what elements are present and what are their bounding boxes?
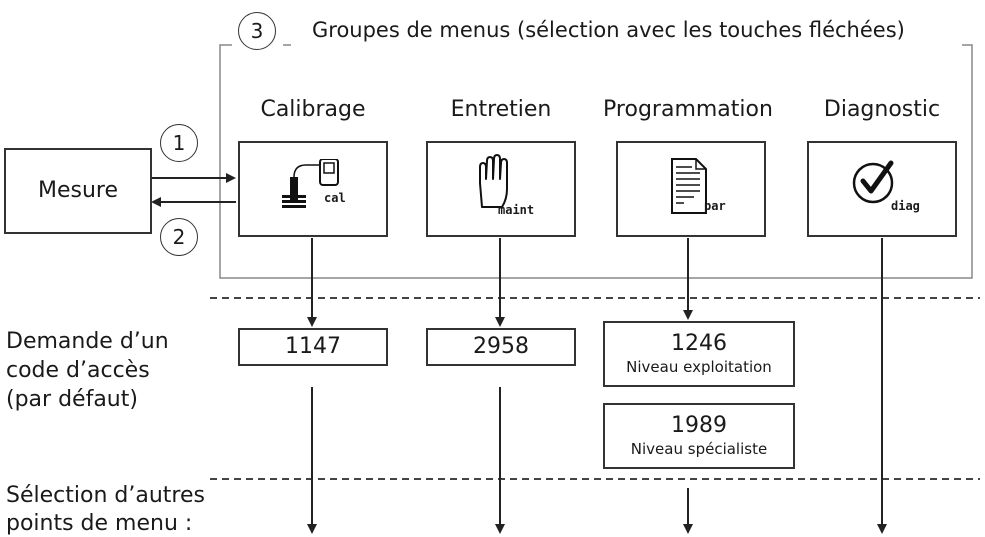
- arrow-number-2: 2: [160, 218, 198, 256]
- code-box-specialiste: 1989 Niveau spécialiste: [603, 403, 795, 469]
- access-label-line3: (par défaut): [6, 387, 138, 412]
- document-icon: [671, 158, 707, 214]
- calibrage-caption: cal: [324, 191, 346, 205]
- selection-label-line2: points de menu :: [6, 511, 193, 536]
- menu-group-frame: [219, 44, 973, 279]
- code-entretien: 2958: [473, 334, 529, 360]
- calibration-icon: [282, 159, 339, 208]
- entretien-box[interactable]: maint: [426, 141, 576, 237]
- code-box-entretien: 2958: [426, 328, 576, 366]
- group-label-programmation: Programmation: [603, 97, 773, 122]
- code-box-calibrage: 1147: [238, 328, 388, 366]
- access-label-line2: code d’accès: [6, 358, 150, 383]
- hand-icon: [479, 154, 508, 208]
- calibrage-box[interactable]: cal: [238, 141, 388, 237]
- selection-label-line1: Sélection d’autres: [6, 483, 205, 508]
- menu-group-number: 3: [250, 19, 264, 43]
- group-label-calibrage: Calibrage: [260, 97, 366, 122]
- group-label-diagnostic: Diagnostic: [823, 97, 941, 122]
- checkmark-icon: [852, 160, 894, 204]
- code-specialiste: 1989: [671, 413, 727, 439]
- diagnostic-caption: diag: [891, 199, 920, 213]
- code-box-exploitation: 1246 Niveau exploitation: [603, 321, 795, 387]
- entretien-caption: maint: [498, 203, 535, 217]
- code-specialiste-level: Niveau spécialiste: [630, 439, 768, 458]
- code-calibrage: 1147: [285, 334, 341, 360]
- arrow-number-2-text: 2: [172, 225, 186, 249]
- mesure-label: Mesure: [37, 178, 119, 203]
- programmation-caption: par: [704, 199, 726, 213]
- menu-group-number-circle: 3: [238, 12, 276, 50]
- group-label-entretien: Entretien: [450, 97, 552, 122]
- mesure-box[interactable]: Mesure: [4, 148, 152, 234]
- code-exploitation: 1246: [671, 331, 727, 357]
- code-exploitation-level: Niveau exploitation: [626, 357, 772, 376]
- diagnostic-box[interactable]: diag: [807, 141, 957, 237]
- menu-group-title: Groupes de menus (sélection avec les tou…: [312, 18, 905, 42]
- arrow-number-1-text: 1: [172, 131, 186, 155]
- programmation-box[interactable]: par: [616, 141, 766, 237]
- access-label-line1: Demande d’un: [6, 329, 169, 354]
- arrow-number-1: 1: [160, 124, 198, 162]
